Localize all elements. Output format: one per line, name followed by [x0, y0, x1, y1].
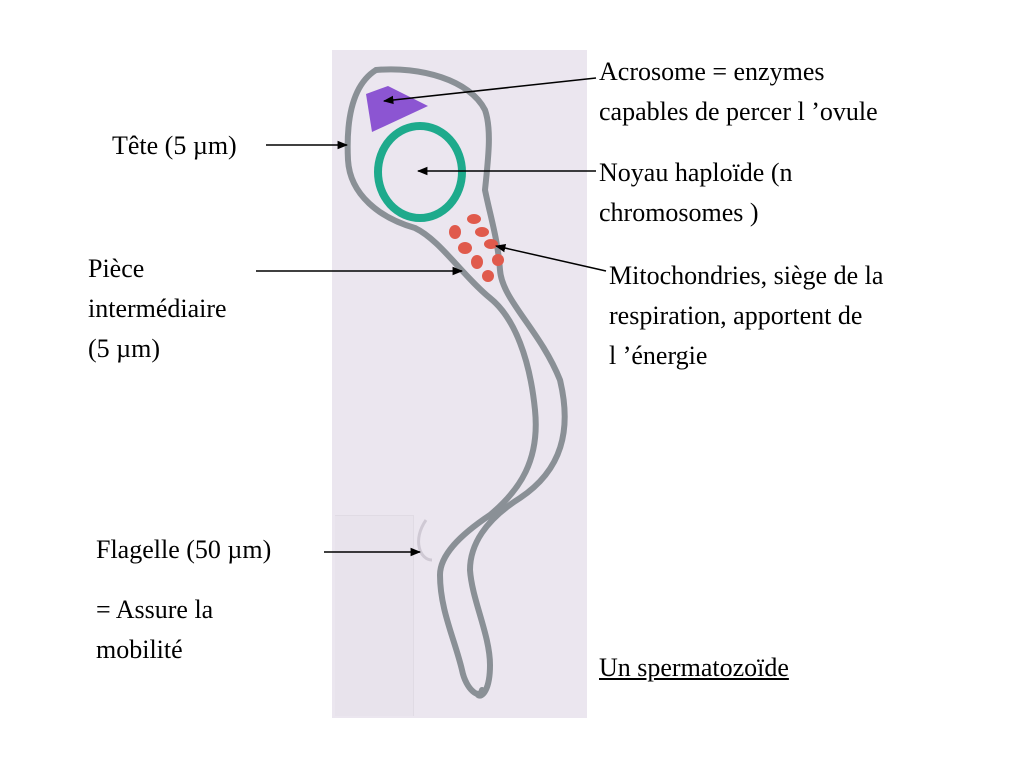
- cell-outline-outer: [344, 67, 539, 697]
- mitochondria-group: [449, 214, 504, 282]
- mitochondrion: [458, 242, 472, 254]
- arrow-acrosome: [382, 77, 597, 105]
- mitochondrion: [449, 225, 461, 239]
- flagellum-inner-line: [417, 519, 433, 562]
- mitochondries-label: Mitochondries, siège de la respiration, …: [609, 256, 883, 376]
- tete-label-text: Tête (5 µm): [112, 131, 237, 160]
- mitochondrion: [492, 254, 504, 266]
- mobilite-label-line: = Assure la: [96, 595, 214, 624]
- flagelle-label-text: Flagelle (50 µm): [96, 535, 272, 564]
- acrosome-label-line: capables de percer l ’ovule: [599, 97, 878, 126]
- noyau-label-line: chromosomes ): [599, 198, 759, 227]
- piece-label-line: Pièce: [88, 254, 145, 283]
- mitochondrion: [475, 227, 489, 237]
- piece-intermediaire-label: Pièce intermédiaire (5 µm): [88, 249, 227, 369]
- noyau-label: Noyau haploïde (n chromosomes ): [599, 153, 793, 233]
- arrow-mitochondries: [494, 243, 607, 272]
- figure-caption: Un spermatozoïde: [599, 653, 789, 682]
- acrosome-label: Acrosome = enzymes capables de percer l …: [599, 52, 878, 132]
- mitochondries-label-line: l ’énergie: [609, 341, 708, 370]
- tete-label: Tête (5 µm): [112, 126, 237, 166]
- mitochondrion: [471, 255, 483, 269]
- cell-outline-inner: [373, 66, 568, 699]
- mitochondries-label-line: respiration, apportent de: [609, 301, 863, 330]
- flagelle-label: Flagelle (50 µm): [96, 530, 271, 570]
- nucleus-shape: [374, 122, 466, 222]
- acrosome-label-line: Acrosome = enzymes: [599, 57, 825, 86]
- mitochondrion: [482, 270, 494, 282]
- mitochondrion: [484, 239, 498, 249]
- paper-fold: [335, 515, 414, 716]
- acrosome-shape: [366, 86, 428, 132]
- mitochondries-label-line: Mitochondries, siège de la: [609, 261, 884, 290]
- mobilite-label: = Assure la mobilité: [96, 590, 213, 670]
- mitochondrion: [467, 214, 481, 224]
- piece-label-line: (5 µm): [88, 334, 161, 363]
- noyau-label-line: Noyau haploïde (n: [599, 158, 793, 187]
- mobilite-label-line: mobilité: [96, 635, 183, 664]
- piece-label-line: intermédiaire: [88, 294, 227, 323]
